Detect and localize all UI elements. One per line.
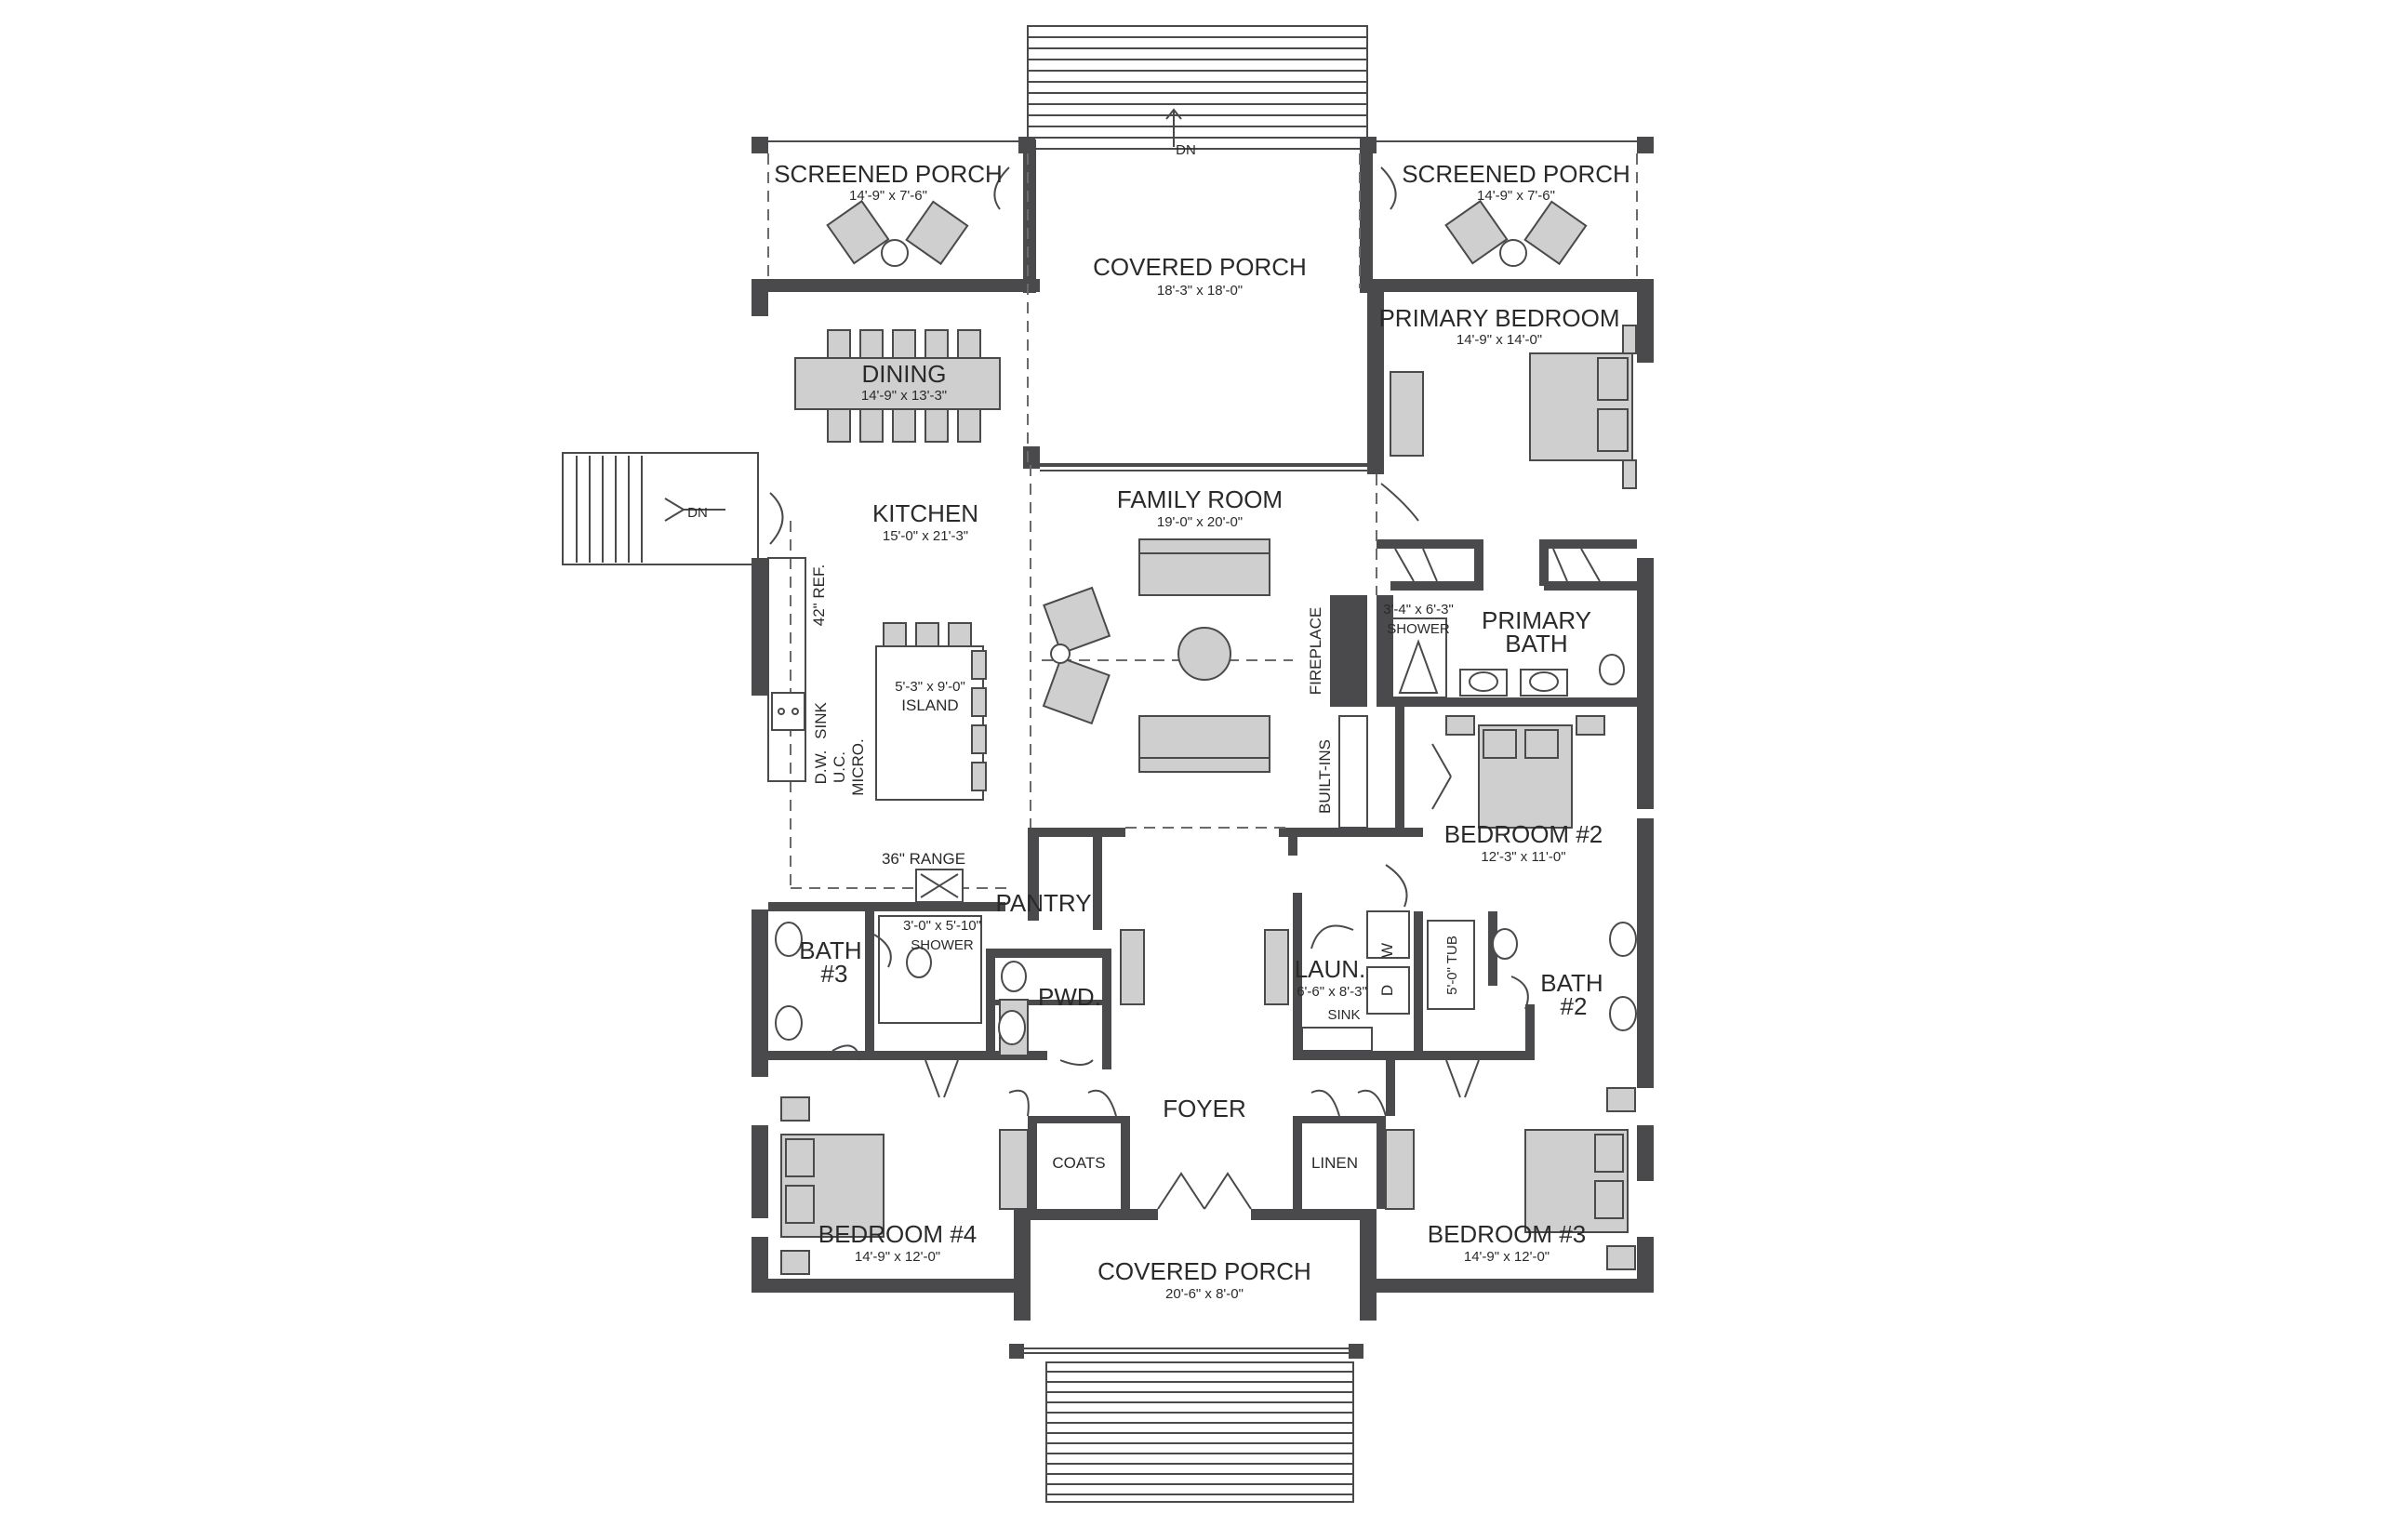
- bedroom4-bed: [780, 1096, 1029, 1275]
- laundry-sink-label: SINK: [1327, 1007, 1360, 1023]
- dryer-label: D: [1378, 985, 1396, 996]
- dn-rear-label: DN: [1176, 142, 1196, 158]
- exterior-walls: [752, 153, 1654, 1321]
- primary-bedroom-name: PRIMARY BEDROOM: [1378, 304, 1619, 332]
- screened-porch-right-dims: 14'-9" x 7'-6": [1477, 188, 1555, 204]
- foyer-name: FOYER: [1163, 1095, 1246, 1122]
- island-dims-label: 5'-3" x 9'-0": [895, 679, 965, 695]
- fireplace-label: FIREPLACE: [1307, 607, 1324, 695]
- porch-chairs-right: [1444, 199, 1588, 267]
- front-stairs: [1045, 1361, 1354, 1503]
- screened-porch-left-dims: 14'-9" x 7'-6": [849, 188, 927, 204]
- family-chairs: [1042, 586, 1111, 725]
- island-label: ISLAND: [901, 697, 958, 714]
- dining-dims: 14'-9" x 13'-3": [861, 388, 947, 404]
- covered-porch-rear-dims: 18'-3" x 18'-0": [1157, 283, 1243, 299]
- kitchen-dims: 15'-0" x 21'-3": [883, 528, 968, 544]
- pantry-name: PANTRY: [995, 889, 1091, 917]
- washer-label: W: [1378, 943, 1396, 958]
- micro-label: MICRO.: [849, 738, 867, 795]
- family-room-dims: 19'-0" x 20'-0": [1157, 514, 1243, 530]
- screened-porch-right-name: SCREENED PORCH: [1402, 160, 1630, 188]
- shower-primary-label: SHOWER: [1387, 621, 1450, 637]
- builtins-label: BUILT-INS: [1316, 739, 1334, 814]
- fixtures: [767, 557, 1637, 1052]
- pwd-name: PWD.: [1038, 983, 1101, 1011]
- coffee-table: [1177, 627, 1231, 681]
- primary-bedroom-dims: 14'-9" x 14'-0": [1457, 332, 1542, 348]
- bedroom4-name: BEDROOM #4: [818, 1220, 978, 1248]
- sink-label: SINK: [812, 702, 830, 739]
- dining-name: DINING: [862, 360, 947, 388]
- covered-porch-front-name: COVERED PORCH: [1097, 1257, 1311, 1285]
- room-labels: SCREENED PORCH 14'-9" x 7'-6" COVERED PO…: [774, 160, 1630, 1302]
- bedroom2-name: BEDROOM #2: [1444, 820, 1603, 848]
- linen-name: LINEN: [1311, 1154, 1358, 1172]
- bedroom4-dims: 14'-9" x 12'-0": [855, 1249, 940, 1265]
- shower-bath3-dims-label: 3'-0" x 5'-10": [903, 918, 981, 934]
- bedroom2-bed: [1445, 715, 1605, 829]
- family-room-name: FAMILY ROOM: [1117, 485, 1283, 513]
- bedroom3-bed: [1385, 1087, 1636, 1270]
- uc-label: U.C.: [831, 751, 848, 783]
- doors: [769, 166, 1601, 1210]
- ref-label: 42" REF.: [810, 564, 828, 627]
- interior-walls: [768, 139, 1646, 1220]
- bath2-name-2: #2: [1561, 992, 1588, 1020]
- covered-porch-rear-name: COVERED PORCH: [1093, 253, 1307, 281]
- laundry-dims: 6'-6" x 8'-3": [1297, 984, 1367, 1000]
- dining-table: [794, 329, 1001, 443]
- fixture-labels: DN DN 42" REF. SINK D.W. U.C. MICRO. 5'-…: [687, 142, 1460, 1023]
- shower-primary-dims-label: 3'-4" x 6'-3": [1383, 602, 1454, 617]
- bedroom3-dims: 14'-9" x 12'-0": [1464, 1249, 1550, 1265]
- kitchen-island: [875, 622, 987, 801]
- dn-side-label: DN: [687, 505, 708, 521]
- family-sofa-bottom: [1138, 715, 1270, 773]
- covered-porch-front-dims: 20'-6" x 8'-0": [1165, 1286, 1244, 1302]
- coats-name: COATS: [1052, 1154, 1105, 1172]
- bath3-name-1: BATH: [799, 936, 861, 964]
- range-label: 36" RANGE: [882, 850, 965, 868]
- shower-bath3-label: SHOWER: [911, 937, 974, 953]
- bedroom3-name: BEDROOM #3: [1428, 1220, 1587, 1248]
- porch-chairs-left: [826, 199, 969, 267]
- family-sofa-top: [1138, 538, 1270, 596]
- furniture: [780, 199, 1637, 1275]
- screened-porch-left-name: SCREENED PORCH: [774, 160, 1003, 188]
- primary-bed: [1390, 325, 1637, 489]
- side-stairs: [562, 452, 759, 565]
- kitchen-name: KITCHEN: [872, 499, 978, 527]
- bath2-name-1: BATH: [1540, 969, 1603, 997]
- primary-bath-name-1: PRIMARY: [1482, 606, 1591, 634]
- bedroom2-dims: 12'-3" x 11'-0": [1481, 849, 1565, 865]
- tub-label: 5'-0" TUB: [1444, 936, 1460, 995]
- laundry-name: LAUN.: [1295, 955, 1366, 983]
- dw-label: D.W.: [812, 750, 830, 785]
- bath3-name-2: #3: [821, 960, 848, 988]
- rear-stairs: [1027, 25, 1368, 150]
- dashed-lines: [767, 153, 1638, 889]
- primary-bath-name-2: BATH: [1505, 630, 1567, 657]
